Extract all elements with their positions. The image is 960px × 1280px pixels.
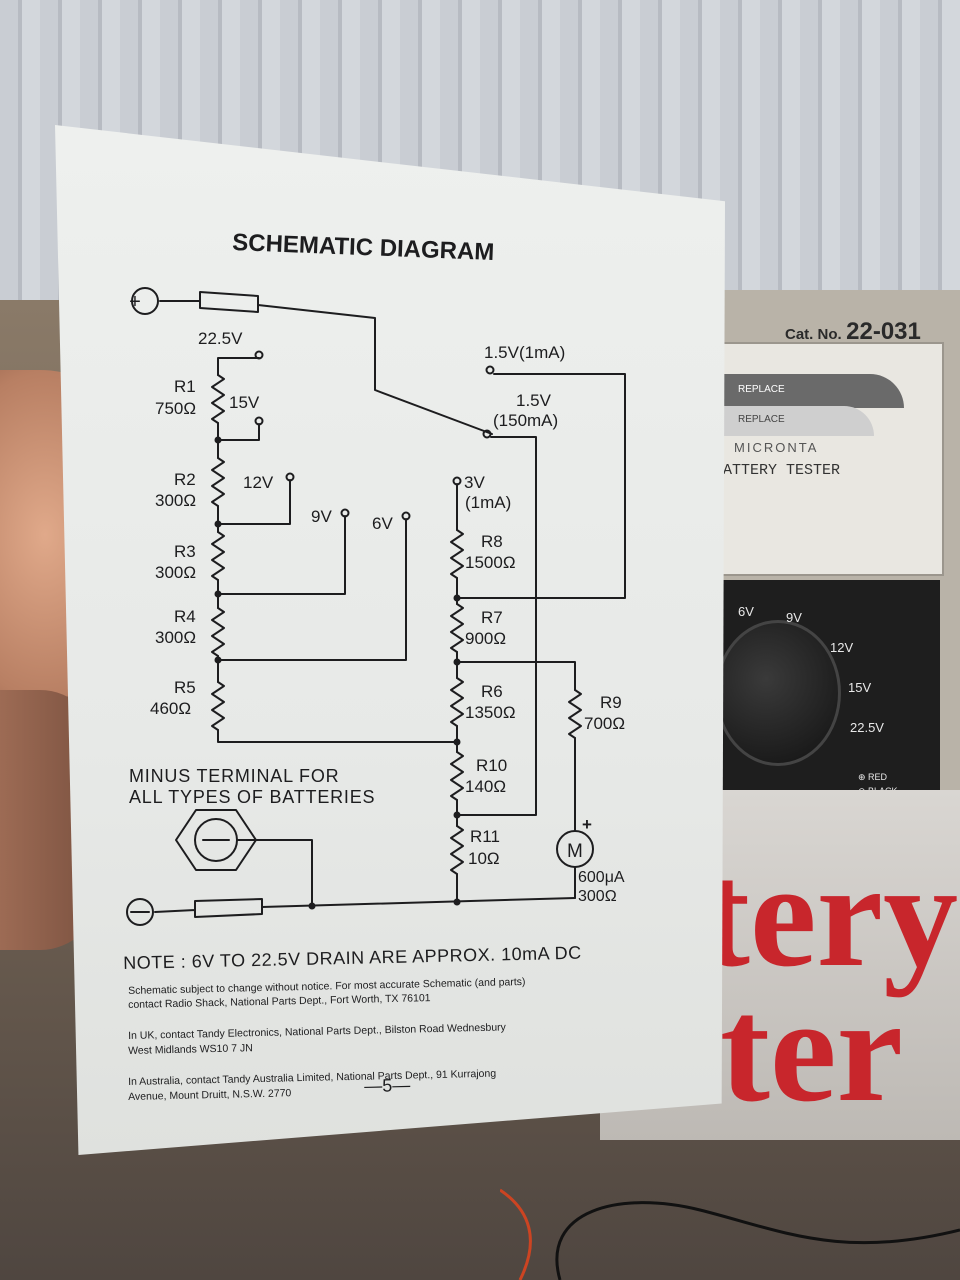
dial-label-12v: 12V	[830, 640, 854, 655]
r7-name: R7	[481, 608, 503, 627]
minus-terminal-nut	[175, 809, 257, 871]
resistor-r3	[211, 531, 225, 581]
minus-probe	[154, 898, 263, 918]
meter-title: BATTERY TESTER	[714, 462, 841, 479]
r2-name: R2	[174, 470, 196, 489]
r11-name: R11	[470, 827, 500, 846]
minus-label-line1: MINUS TERMINAL FOR	[129, 766, 339, 786]
resistor-r5	[211, 681, 225, 731]
meter-letter: M	[567, 841, 583, 862]
plus-probe	[159, 291, 259, 313]
label-1-5v-1ma: 1.5V(1mA)	[484, 343, 565, 362]
resistor-r7	[450, 603, 464, 653]
r2-value: 300Ω	[155, 491, 196, 510]
r6-value: 1350Ω	[465, 703, 516, 722]
r1-name: R1	[174, 377, 196, 396]
meter-face: REPLACE REPLACE MICRONTA BATTERY TESTER	[712, 342, 944, 576]
r8-name: R8	[481, 532, 503, 551]
schematic-sheet	[55, 125, 725, 1155]
meter-current: 600μA	[578, 869, 625, 886]
box-big-text-1: tery	[700, 832, 959, 998]
dial-label-15v: 15V	[848, 680, 872, 695]
label-3v-line2: (1mA)	[465, 493, 511, 512]
schematic-title: SCHEMATIC DIAGRAM	[232, 229, 495, 266]
page-number: —5—	[364, 1074, 411, 1096]
r9-value: 700Ω	[584, 714, 625, 733]
dial-label-6v: 6V	[738, 604, 754, 619]
resistor-r2	[211, 457, 225, 507]
selector-knob	[715, 620, 841, 766]
resistor-r6	[450, 677, 464, 727]
label-6v: 6V	[372, 514, 393, 533]
dial-label-22-5v: 22.5V	[850, 720, 884, 735]
resistor-r11	[450, 825, 464, 875]
r9-name: R9	[600, 693, 622, 712]
label-9v: 9V	[311, 507, 332, 526]
meter-brand: MICRONTA	[734, 440, 819, 455]
r11-value: 10Ω	[468, 849, 500, 868]
r4-value: 300Ω	[155, 628, 196, 647]
box-big-text-2: ter	[720, 967, 904, 1133]
r6-name: R6	[481, 682, 503, 701]
meter-replace-label-1: REPLACE	[738, 384, 785, 395]
lead-red-label: ⊕ RED	[858, 772, 888, 782]
meter-scale-upper	[714, 374, 904, 408]
label-1-5v-150ma-line1: 1.5V	[516, 391, 552, 410]
meter-resistance: 300Ω	[578, 888, 617, 905]
common-wire	[257, 304, 493, 435]
r1-value: 750Ω	[155, 399, 196, 418]
meter-scale-lower	[714, 406, 874, 436]
r10-value: 140Ω	[465, 777, 506, 796]
contact-1-5v-1ma	[485, 365, 495, 375]
label-15v: 15V	[229, 393, 260, 412]
resistor-r4	[211, 607, 225, 657]
r3-name: R3	[174, 542, 196, 561]
r4-name: R4	[174, 607, 196, 626]
catalog-number-label: Cat. No.	[785, 326, 842, 343]
label-22-5v: 22.5V	[198, 329, 243, 348]
r3-value: 300Ω	[155, 563, 196, 582]
catalog-number: Cat. No. 22-031	[785, 318, 921, 346]
label-3v-line1: 3V	[464, 473, 485, 492]
label-1-5v-150ma-line2: (150mA)	[493, 411, 558, 430]
r5-value: 460Ω	[150, 699, 191, 718]
contact-1-5v-150ma	[482, 429, 492, 439]
r5-name: R5	[174, 678, 196, 697]
minus-label-line2: ALL TYPES OF BATTERIES	[129, 787, 375, 807]
r8-value: 1500Ω	[465, 553, 516, 572]
r10-name: R10	[476, 756, 507, 775]
dial-label-9v: 9V	[786, 610, 802, 625]
catalog-number-value: 22-031	[846, 318, 921, 345]
resistor-r8	[450, 529, 464, 579]
resistor-r10	[450, 751, 464, 801]
meter-replace-label-2: REPLACE	[738, 414, 785, 425]
plus-symbol: +	[129, 291, 141, 313]
resistor-r9	[568, 689, 582, 739]
label-12v: 12V	[243, 473, 274, 492]
meter-polarity: +	[582, 815, 592, 834]
test-lead-cable	[500, 1188, 960, 1280]
r7-value: 900Ω	[465, 629, 506, 648]
resistor-r1	[211, 374, 225, 424]
plus-terminal-icon	[131, 287, 159, 315]
